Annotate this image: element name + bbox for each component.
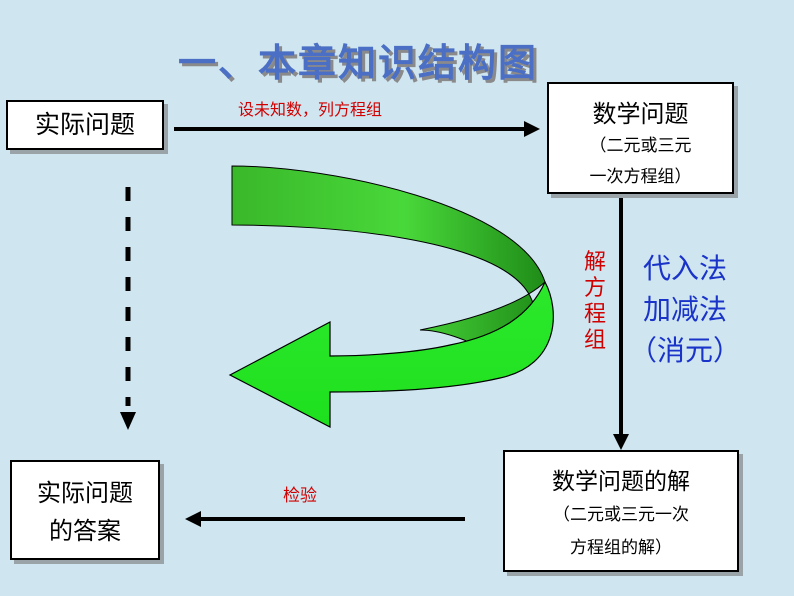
node-math-problem-label: 数学问题 xyxy=(592,100,689,128)
edge-label-setup: 设未知数，列方程组 xyxy=(238,100,383,119)
node-actual-problem-label: 实际问题 xyxy=(34,110,135,139)
node-math-problem-sub2: 一次方程组） xyxy=(589,167,692,187)
edge-label-check: 检验 xyxy=(283,486,317,506)
arrow-solve xyxy=(613,196,629,450)
node-actual-problem: 实际问题 xyxy=(6,100,164,150)
node-math-solution-sub2: 方程组的解） xyxy=(570,538,672,558)
solution-methods: 代入法 加减法 （消元） xyxy=(629,248,741,371)
node-math-solution-sub1: （二元或三元一次 xyxy=(553,505,689,525)
arrow-setup xyxy=(174,121,540,137)
edge-label-solve: 解方程组 xyxy=(583,250,606,353)
node-math-problem: 数学问题 （二元或三元 一次方程组） xyxy=(547,82,734,194)
method-substitution: 代入法 xyxy=(643,252,728,285)
node-actual-answer-line1: 实际问题 xyxy=(37,479,133,507)
method-note: （消元） xyxy=(629,334,742,367)
node-actual-answer-line2: 的答案 xyxy=(49,517,121,545)
node-math-solution: 数学问题的解 （二元或三元一次 方程组的解） xyxy=(503,450,739,572)
node-math-problem-sub1: （二元或三元 xyxy=(589,136,692,156)
node-actual-answer: 实际问题 的答案 xyxy=(10,460,160,560)
arrow-check xyxy=(185,511,465,527)
page-title: 一、本章知识结构图 xyxy=(178,41,539,85)
method-elimination: 加减法 xyxy=(643,293,728,326)
node-math-solution-label: 数学问题的解 xyxy=(552,469,690,495)
curved-arrow-green xyxy=(228,165,554,428)
arrow-dashed-direct xyxy=(120,187,136,430)
